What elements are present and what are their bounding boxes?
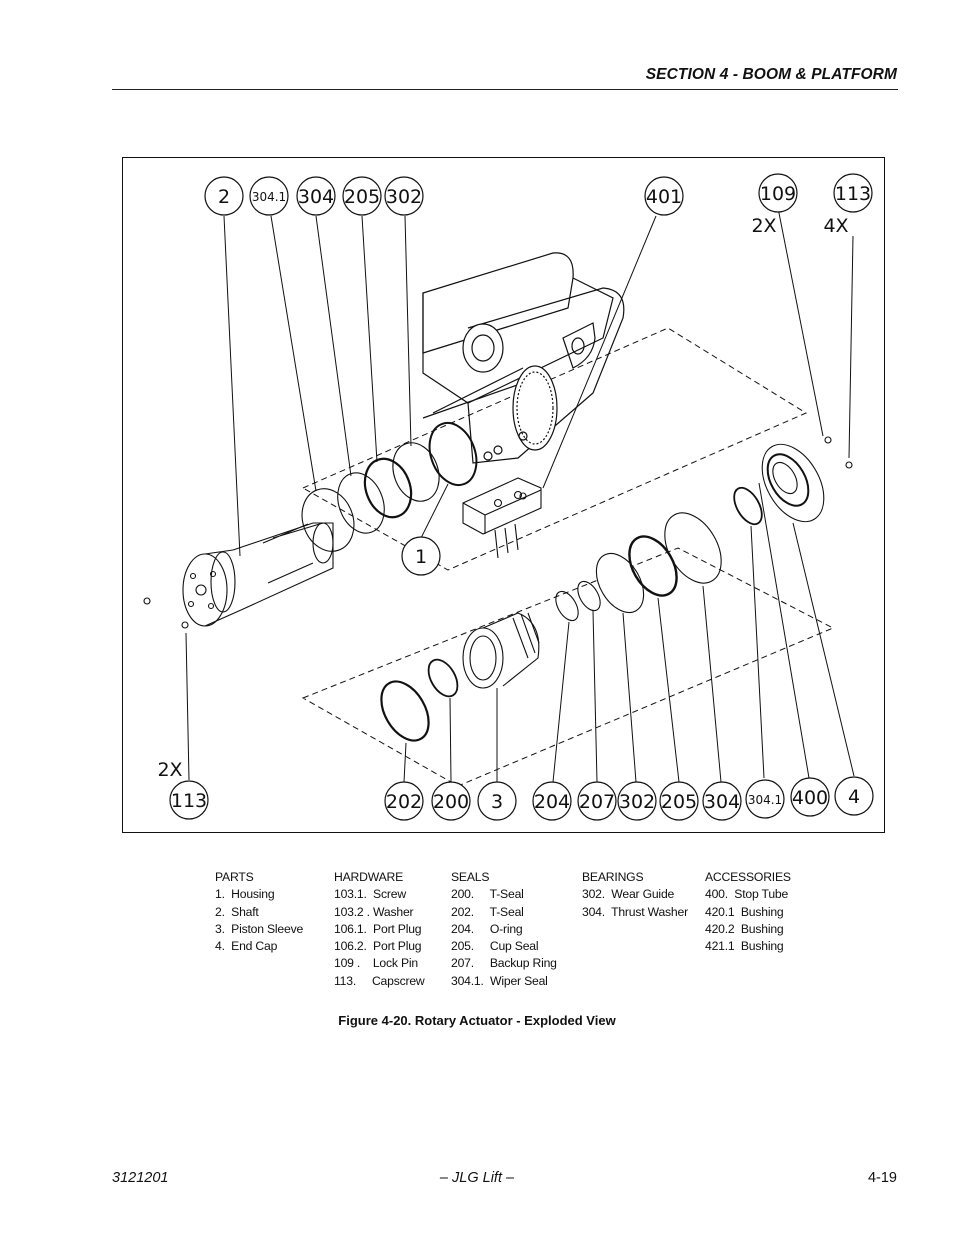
shaft-drawing: [182, 522, 334, 627]
callout-304-1-bottom: 304.1: [748, 793, 782, 807]
callout-204: 204: [534, 791, 570, 813]
legend-item: 421.1 Bushing: [705, 939, 784, 954]
legend-accessories: ACCESSORIES 400. Stop Tube 420.1 Bushing…: [705, 869, 791, 955]
upper-assembly-plane: [301, 327, 808, 571]
leader-lines: [185, 207, 855, 783]
callout-302-bottom: 302: [619, 791, 655, 813]
multiplier-4x-113: 4X: [823, 215, 848, 237]
lock-pin-icon: [824, 436, 832, 444]
callout-207: 207: [579, 791, 615, 813]
legend-item: 304.1. Wiper Seal: [451, 973, 548, 988]
callout-200: 200: [433, 791, 469, 813]
figure-caption: Figure 4-20. Rotary Actuator - Exploded …: [338, 1013, 616, 1028]
exploded-view-drawing: 2 304.1 304 205 302 401 109 113 2X 4X 1 …: [143, 173, 874, 821]
footer-publisher: – JLG Lift –: [439, 1170, 515, 1186]
header-rule: [112, 89, 898, 90]
seal-302-drawing: [392, 442, 440, 502]
callout-304-1: 304.1: [252, 190, 286, 204]
callout-400: 400: [792, 787, 828, 809]
footer-doc-number: 3121201: [112, 1170, 169, 1186]
capscrew-icon: [845, 461, 853, 469]
callout-401: 401: [646, 186, 682, 208]
legend-item: 302. Wear Guide: [582, 887, 675, 902]
legend-item: 200. T-Seal: [451, 887, 524, 902]
seal-302-lower-drawing: [595, 552, 645, 614]
seal-304-lower-drawing: [664, 512, 722, 584]
legend-item: 400. Stop Tube: [705, 887, 789, 902]
section-header: SECTION 4 - BOOM & PLATFORM: [645, 66, 897, 83]
callout-113-bottom: 113: [171, 790, 207, 812]
seal-304-1-drawing: [301, 488, 355, 552]
legend-item: 3. Piston Sleeve: [215, 921, 304, 936]
legend-accessories-title: ACCESSORIES: [705, 870, 791, 884]
legend-item: 304. Thrust Washer: [582, 904, 688, 919]
legend-item: 103.1. Screw: [334, 887, 406, 902]
callout-3: 3: [491, 791, 503, 813]
seal-housing-ring-drawing: [428, 422, 478, 486]
housing-drawing: [422, 252, 625, 464]
legend-item: 2. Shaft: [215, 904, 259, 919]
piston-sleeve-drawing: [462, 612, 540, 689]
legend-item: 207. Backup Ring: [451, 956, 557, 971]
legend-item: 202. T-Seal: [451, 904, 524, 919]
callout-2: 2: [218, 186, 230, 208]
legend-item: 205. Cup Seal: [451, 939, 539, 954]
seal-205-drawing: [363, 457, 413, 519]
legend-item: 420.2 Bushing: [705, 921, 784, 936]
callout-202: 202: [386, 791, 422, 813]
legend-item: 106.1. Port Plug: [334, 921, 422, 936]
callout-205: 205: [344, 186, 380, 208]
legend-item: 103.2 . Washer: [334, 904, 414, 919]
capscrew-bottom-icon: [181, 621, 189, 629]
end-cap-drawing: [761, 443, 825, 523]
exploded-view-figure: 2 304.1 304 205 302 401 109 113 2X 4X 1 …: [122, 157, 885, 833]
seal-304-1-lower-drawing: [733, 486, 763, 526]
legend-parts-title: PARTS: [215, 870, 254, 884]
legend-seals-title: SEALS: [451, 870, 490, 884]
legend-item: 204. O-ring: [451, 921, 523, 936]
callout-1: 1: [415, 546, 427, 568]
seal-202-drawing: [380, 680, 430, 742]
legend-item: 1. Housing: [215, 887, 275, 902]
callout-4: 4: [848, 786, 860, 808]
legend-bearings-title: BEARINGS: [582, 870, 644, 884]
callout-113-top: 113: [835, 183, 871, 205]
seal-204-drawing: [555, 590, 579, 622]
seal-200-drawing: [427, 658, 459, 698]
lower-assembly-plane: [301, 547, 835, 787]
seal-207-drawing: [577, 580, 601, 612]
legend-item: 4. End Cap: [215, 939, 278, 954]
footer-page-number: 4-19: [867, 1170, 897, 1186]
capscrew-left-icon: [143, 597, 151, 605]
callout-302: 302: [386, 186, 422, 208]
callout-circles: [169, 173, 874, 821]
legend-item: 109 . Lock Pin: [334, 956, 418, 971]
legend-item: 420.1 Bushing: [705, 904, 784, 919]
callout-109: 109: [760, 183, 796, 205]
legend-item: 106.2. Port Plug: [334, 939, 422, 954]
legend-seals: SEALS 200. T-Seal 202. T-Seal 204. O-rin…: [451, 869, 557, 990]
legend-hardware: HARDWARE 103.1. Screw 103.2 . Washer 106…: [334, 869, 425, 990]
callout-205-bottom: 205: [661, 791, 697, 813]
valve-block-drawing: [462, 477, 542, 559]
multiplier-2x-109: 2X: [751, 215, 776, 237]
legend-bearings: BEARINGS 302. Wear Guide 304. Thrust Was…: [582, 869, 688, 921]
legend-parts: PARTS 1. Housing 2. Shaft 3. Piston Slee…: [215, 869, 303, 955]
multiplier-2x-113-bottom: 2X: [157, 759, 182, 781]
legend-item: 113. Capscrew: [334, 973, 425, 988]
seal-304-drawing: [337, 472, 385, 534]
legend-hardware-title: HARDWARE: [334, 870, 404, 884]
callout-304: 304: [298, 186, 334, 208]
callout-304-bottom: 304: [704, 791, 740, 813]
